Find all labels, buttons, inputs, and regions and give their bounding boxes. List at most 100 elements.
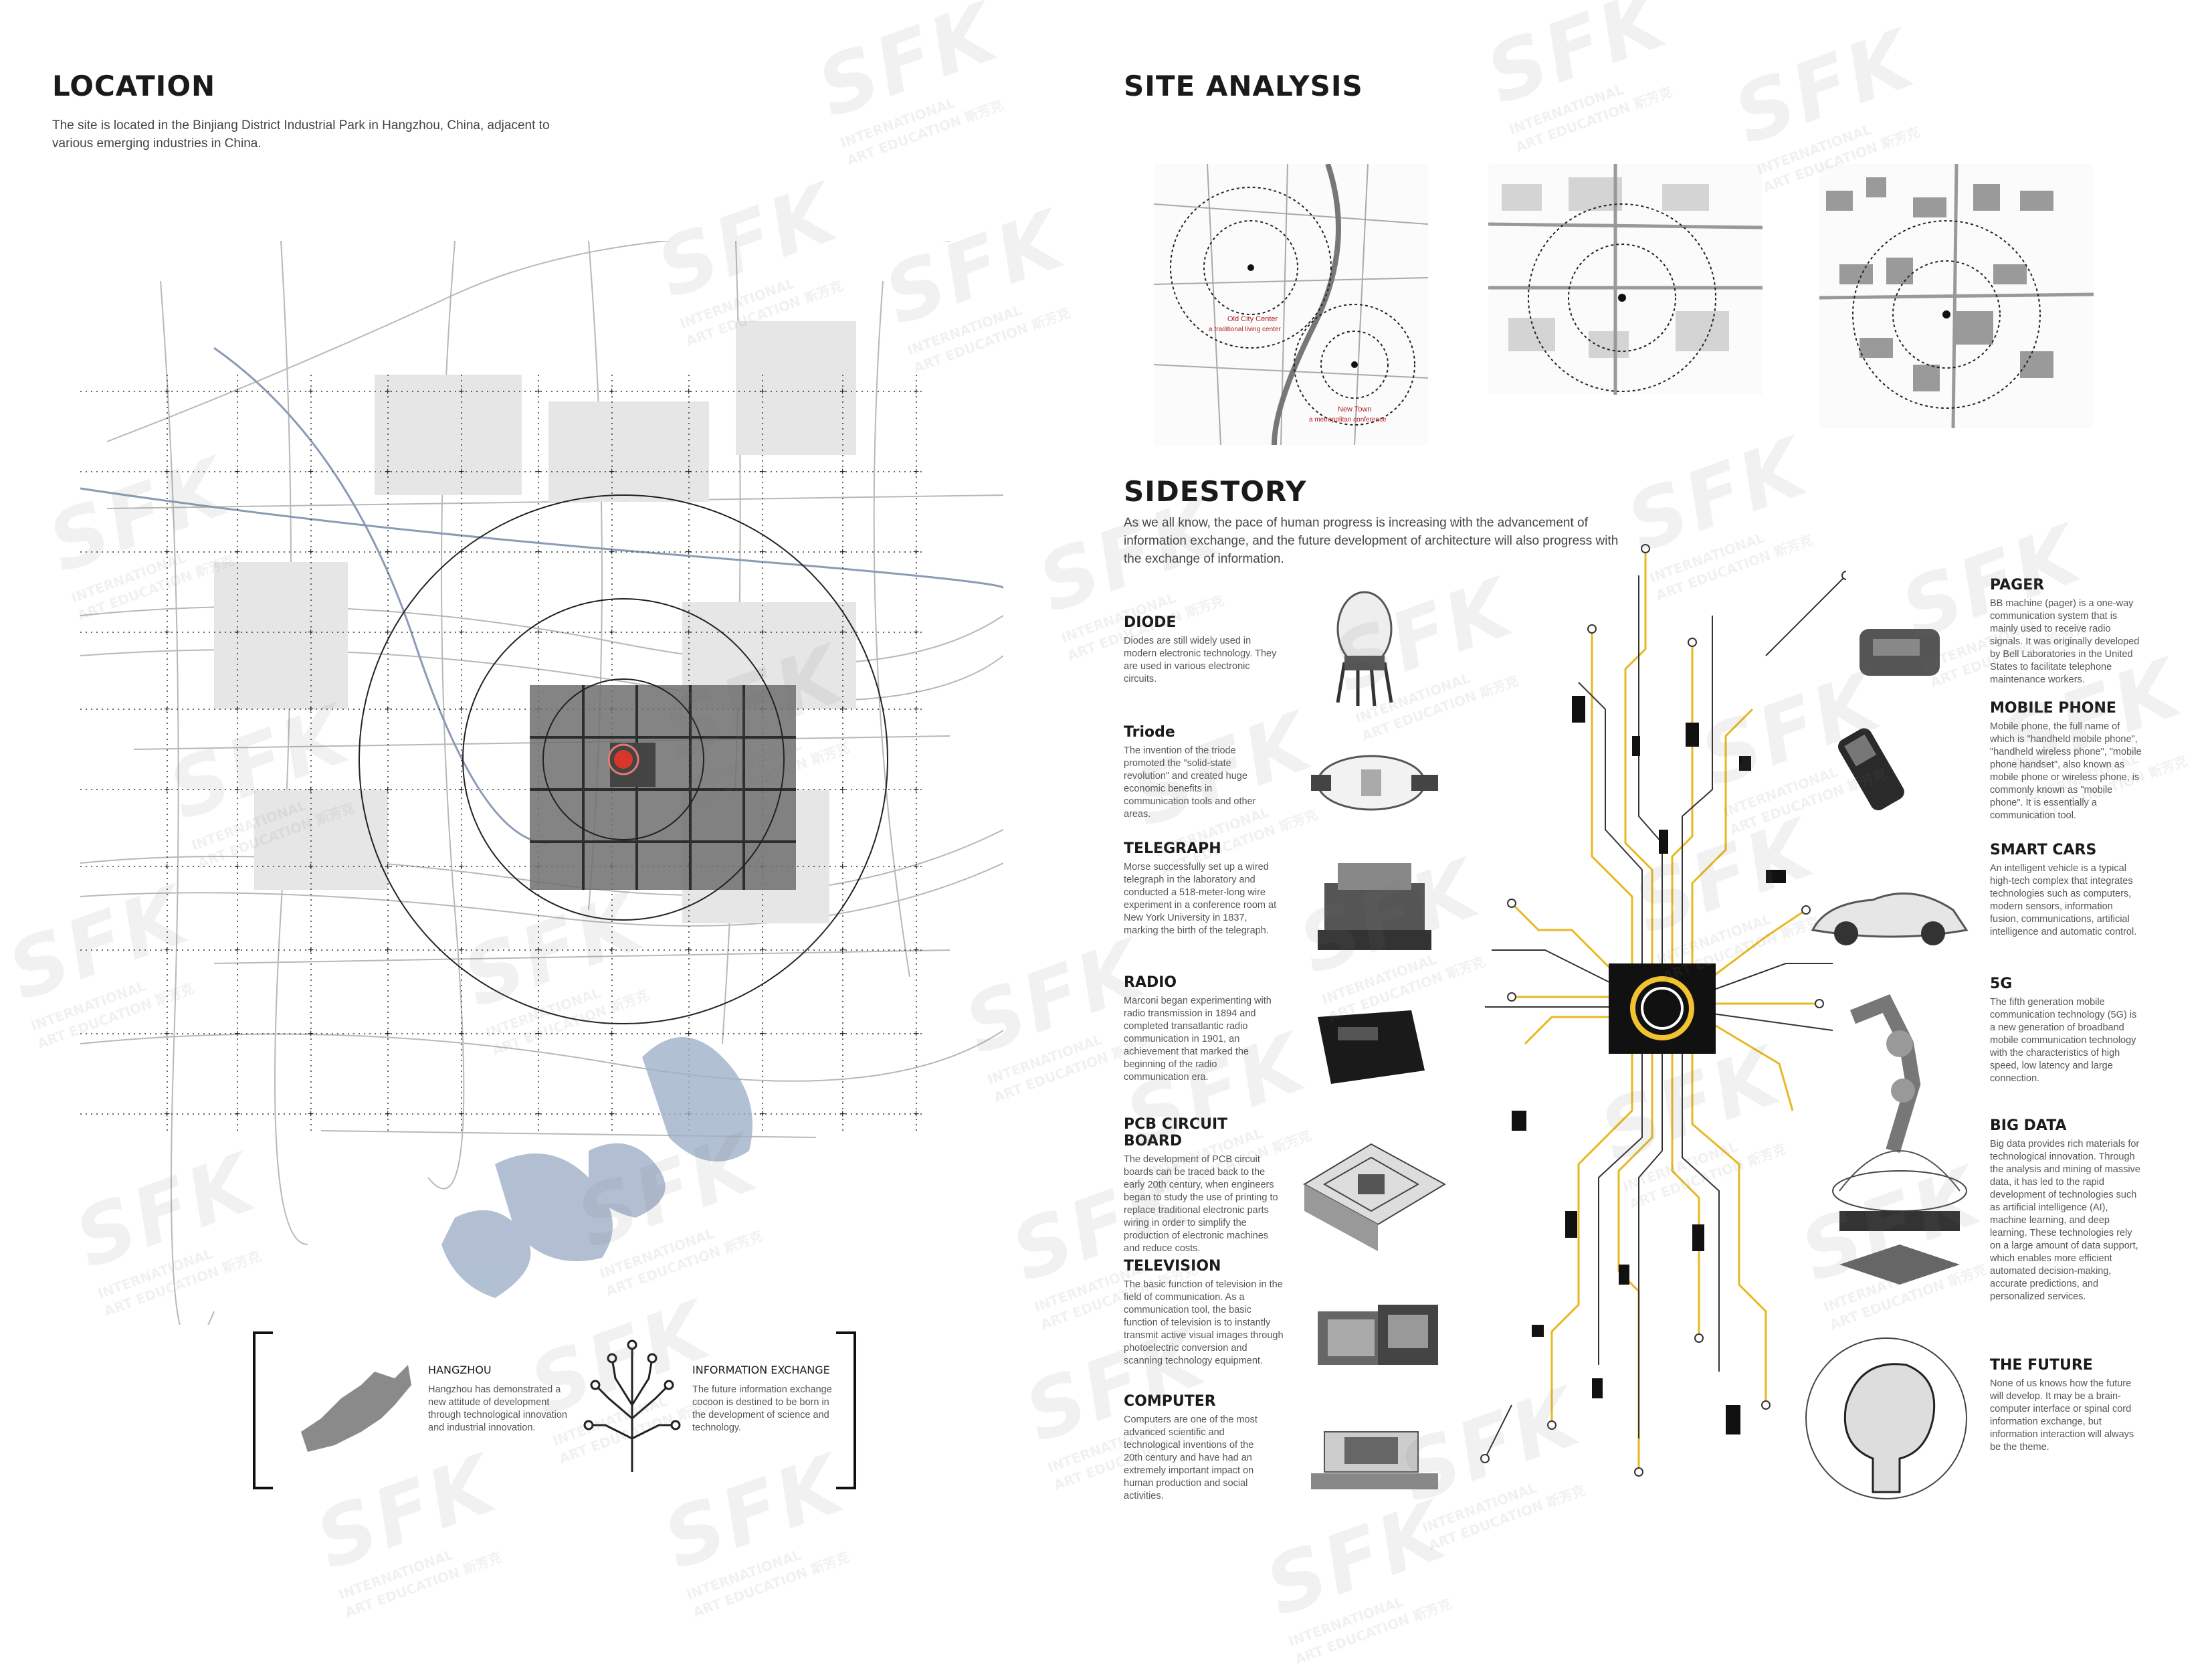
- item-text: An intelligent vehicle is a typical high…: [1990, 863, 2137, 937]
- grid-cross-marker: +: [458, 547, 464, 558]
- item-text: Computers are one of the most advanced s…: [1124, 1414, 1258, 1501]
- grid-cross-marker: +: [913, 466, 919, 478]
- grid-cross-marker: +: [234, 547, 240, 558]
- circuit-traces-black: [1484, 575, 1846, 1459]
- item-title: MOBILE PHONE: [1990, 700, 2116, 717]
- grid-cross-marker: +: [308, 861, 314, 872]
- item-mobile-phone: MOBILE PHONE Mobile phone, the full name…: [1990, 700, 2144, 822]
- item-triode: Triode The invention of the triode promo…: [1124, 724, 1284, 821]
- sidestory-title: SIDESTORY: [1124, 475, 1307, 508]
- grid-cross-marker: +: [759, 627, 765, 638]
- grid-cross-marker: +: [234, 1028, 240, 1040]
- map1-sub-new-town: a metropolitan conference: [1309, 416, 1387, 424]
- grid-cross-marker: +: [759, 1109, 765, 1120]
- grid-cross-marker: +: [385, 1109, 391, 1120]
- grid-cross-marker: +: [686, 1028, 692, 1040]
- grid-cross-marker: +: [535, 547, 541, 558]
- grid-cross-marker: +: [308, 784, 314, 796]
- item-5g: 5G The fifth generation mobile communica…: [1990, 976, 2144, 1085]
- item-pager: PAGER BB machine (pager) is a one-way co…: [1990, 577, 2144, 686]
- grid-cross-marker: +: [458, 861, 464, 872]
- grid-cross-marker: +: [164, 784, 170, 796]
- site-analysis-map-2: [1488, 164, 1763, 395]
- grid-cross-marker: +: [308, 1028, 314, 1040]
- grid-cross-marker: +: [308, 945, 314, 956]
- grid-cross-marker: +: [609, 1028, 615, 1040]
- grid-cross-marker: +: [164, 547, 170, 558]
- item-text: BB machine (pager) is a one-way communic…: [1990, 598, 2140, 685]
- grid-cross-marker: +: [385, 466, 391, 478]
- radio-image: [1318, 1010, 1425, 1084]
- grid-cross-marker: +: [164, 386, 170, 397]
- sidestory-right-images: [1805, 629, 1969, 1499]
- grid-cross-marker: +: [385, 945, 391, 956]
- grid-cross-marker: +: [759, 386, 765, 397]
- grid-cross-marker: +: [458, 1109, 464, 1120]
- grid-cross-marker: +: [234, 704, 240, 715]
- telegraph-image: [1318, 863, 1431, 950]
- grid-cross-marker: +: [686, 386, 692, 397]
- item-text: The invention of the triode promoted the…: [1124, 745, 1256, 820]
- brain-future-image: [1805, 1337, 1967, 1499]
- grid-cross-marker: +: [686, 945, 692, 956]
- grid-cross-marker: +: [913, 386, 919, 397]
- grid-cross-marker: +: [164, 627, 170, 638]
- grid-cross-marker: +: [839, 945, 845, 956]
- grid-cross-marker: +: [385, 386, 391, 397]
- item-title: RADIO: [1124, 974, 1177, 991]
- grid-cross-marker: +: [839, 627, 845, 638]
- site-analysis-title: SITE ANALYSIS: [1124, 70, 1363, 102]
- triode-image: [1311, 755, 1438, 811]
- robot-arm-image: [1849, 994, 1921, 1153]
- grid-cross-marker: +: [839, 1109, 845, 1120]
- grid-cross-marker: +: [686, 466, 692, 478]
- map1-label-old-city: Old City Center: [1227, 315, 1278, 323]
- circuit-components: [1512, 696, 1786, 1434]
- grid-cross-marker: +: [913, 547, 919, 558]
- legend-info-text: The future information exchange cocoon i…: [692, 1384, 832, 1433]
- grid-cross-marker: +: [164, 861, 170, 872]
- item-title: SMART CARS: [1990, 842, 2097, 858]
- grid-cross-marker: +: [839, 386, 845, 397]
- grid-cross-marker: +: [913, 1109, 919, 1120]
- grid-cross-marker: +: [609, 466, 615, 478]
- grid-cross-marker: +: [164, 1028, 170, 1040]
- grid-cross-marker: +: [609, 386, 615, 397]
- circuit-tree-icon: [583, 1339, 681, 1472]
- grid-cross-marker: +: [839, 1028, 845, 1040]
- grid-cross-marker: +: [234, 386, 240, 397]
- hangzhou-map-icon: [301, 1365, 411, 1452]
- map1-sub-old-city: a traditional living center: [1209, 326, 1282, 333]
- grid-cross-marker: +: [609, 627, 615, 638]
- grid-cross-marker: +: [458, 704, 464, 715]
- grid-cross-marker: +: [458, 1028, 464, 1040]
- item-title: Triode: [1124, 724, 1175, 741]
- location-intro: The site is located in the Binjiang Dist…: [52, 118, 550, 151]
- grid-cross-marker: +: [308, 704, 314, 715]
- grid-cross-marker: +: [308, 627, 314, 638]
- item-text: Mobile phone, the full name of which is …: [1990, 721, 2142, 821]
- grid-cross-marker: +: [234, 945, 240, 956]
- item-title: PCB CIRCUIT BOARD: [1124, 1116, 1228, 1149]
- grid-cross-marker: +: [913, 704, 919, 715]
- analysis-grid: [80, 241, 167, 391]
- grid-cross-marker: +: [759, 945, 765, 956]
- sidestory-left-images: [1302, 591, 1447, 1489]
- item-text: Marconi began experimenting with radio t…: [1124, 996, 1272, 1083]
- grid-cross-marker: +: [234, 627, 240, 638]
- item-title: BIG DATA: [1990, 1117, 2067, 1134]
- item-diode: DIODE Diodes are still widely used in mo…: [1124, 614, 1284, 686]
- item-television: TELEVISION The basic function of televis…: [1124, 1258, 1284, 1368]
- grid-cross-marker: +: [164, 466, 170, 478]
- grid-cross-marker: +: [913, 627, 919, 638]
- grid-cross-marker: +: [308, 1109, 314, 1120]
- grid-cross-marker: +: [535, 1109, 541, 1120]
- item-text: Big data provides rich materials for tec…: [1990, 1139, 2140, 1302]
- grid-cross-marker: +: [458, 784, 464, 796]
- grid-cross-marker: +: [759, 466, 765, 478]
- grid-cross-marker: +: [164, 1109, 170, 1120]
- grid-cross-marker: +: [385, 1028, 391, 1040]
